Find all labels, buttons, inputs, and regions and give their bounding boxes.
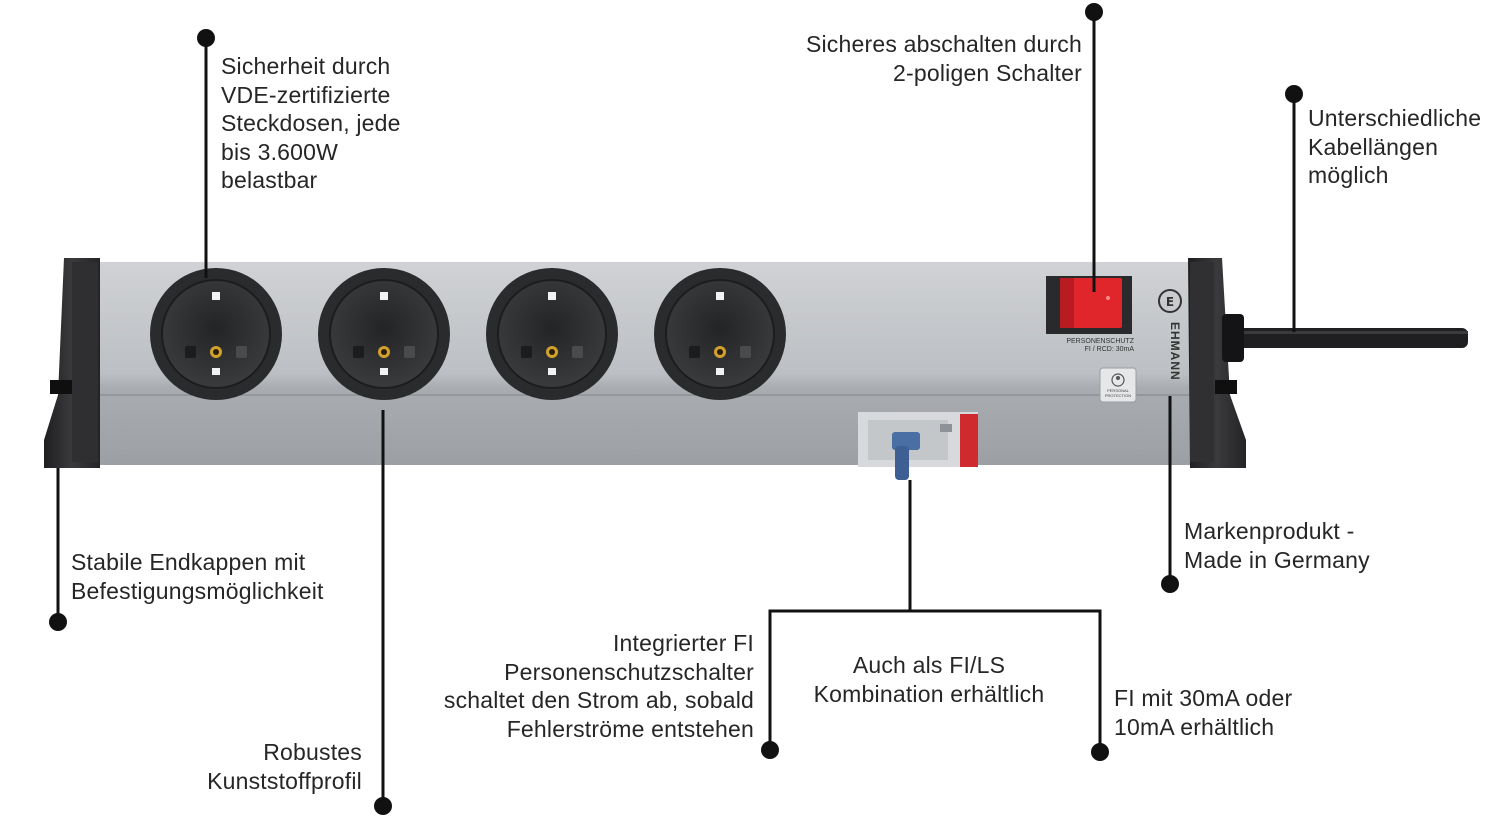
callout-lines — [56, 12, 1296, 806]
ground-clip — [548, 292, 556, 300]
ground-clip — [212, 292, 220, 300]
callout-dot — [761, 741, 779, 759]
protection-badge — [1099, 367, 1137, 403]
callout-dot — [374, 797, 392, 815]
socket[interactable] — [318, 268, 450, 400]
socket-row — [150, 268, 786, 400]
ground-clip — [380, 368, 388, 375]
rcd-module[interactable] — [858, 412, 978, 480]
callout-dot — [1285, 85, 1303, 103]
switch-label: PERSONENSCHUTZ FI / RCD: 30mA — [1066, 338, 1134, 353]
callout-dot — [49, 613, 67, 631]
callout-profile: Robustes Kunststoffprofil — [207, 739, 362, 794]
callout-fi-ls: Auch als FI/LS Kombination erhältlich — [813, 652, 1045, 707]
shutter — [236, 346, 247, 358]
ground-clip — [716, 292, 724, 300]
shutter — [689, 346, 700, 358]
svg-text:E: E — [1166, 295, 1174, 309]
callout-dot — [1161, 575, 1179, 593]
socket[interactable] — [486, 268, 618, 400]
power-strip: E — [44, 258, 1468, 480]
ground-clip — [212, 368, 220, 375]
ground-clip — [380, 292, 388, 300]
callout-fi-current: FI mit 30mA oder 10mA erhältlich — [1114, 685, 1293, 740]
right-endcap — [1188, 258, 1246, 468]
callout-dot — [1091, 743, 1109, 761]
left-endcap — [44, 258, 100, 468]
ground-clip — [548, 368, 556, 375]
callout-dot — [197, 29, 215, 47]
brand-logo: E — [1158, 289, 1182, 313]
callout-switch: Sicheres abschalten durch 2-poligen Scha… — [805, 31, 1082, 86]
callout-dot — [1085, 3, 1103, 21]
power-switch[interactable] — [1046, 276, 1132, 334]
badge-text: PERSONAL PROTECTION — [1104, 388, 1132, 398]
shutter — [404, 346, 415, 358]
callout-fi-integrated: Integrierter FI Personenschutzschalter s… — [443, 630, 754, 742]
socket[interactable] — [150, 268, 282, 400]
rcd-test-lever[interactable] — [895, 446, 909, 480]
callout-dots — [49, 3, 1303, 815]
shutter — [521, 346, 532, 358]
callout-brand-product: Markenprodukt - Made in Germany — [1184, 518, 1370, 573]
shutter — [185, 346, 196, 358]
brand-name: EHMANN — [1168, 322, 1182, 381]
socket[interactable] — [654, 268, 786, 400]
callout-sockets: Sicherheit durch VDE-zertifizierte Steck… — [221, 53, 401, 193]
power-cable — [1222, 314, 1468, 362]
callout-cable: Unterschiedliche Kabellängen möglich — [1308, 105, 1482, 188]
shutter — [353, 346, 364, 358]
callout-line-rcd-branch — [768, 609, 1102, 752]
shutter — [740, 346, 751, 358]
shutter — [572, 346, 583, 358]
callout-endcaps: Stabile Endkappen mit Befestigungsmöglic… — [71, 549, 324, 604]
ground-clip — [716, 368, 724, 375]
